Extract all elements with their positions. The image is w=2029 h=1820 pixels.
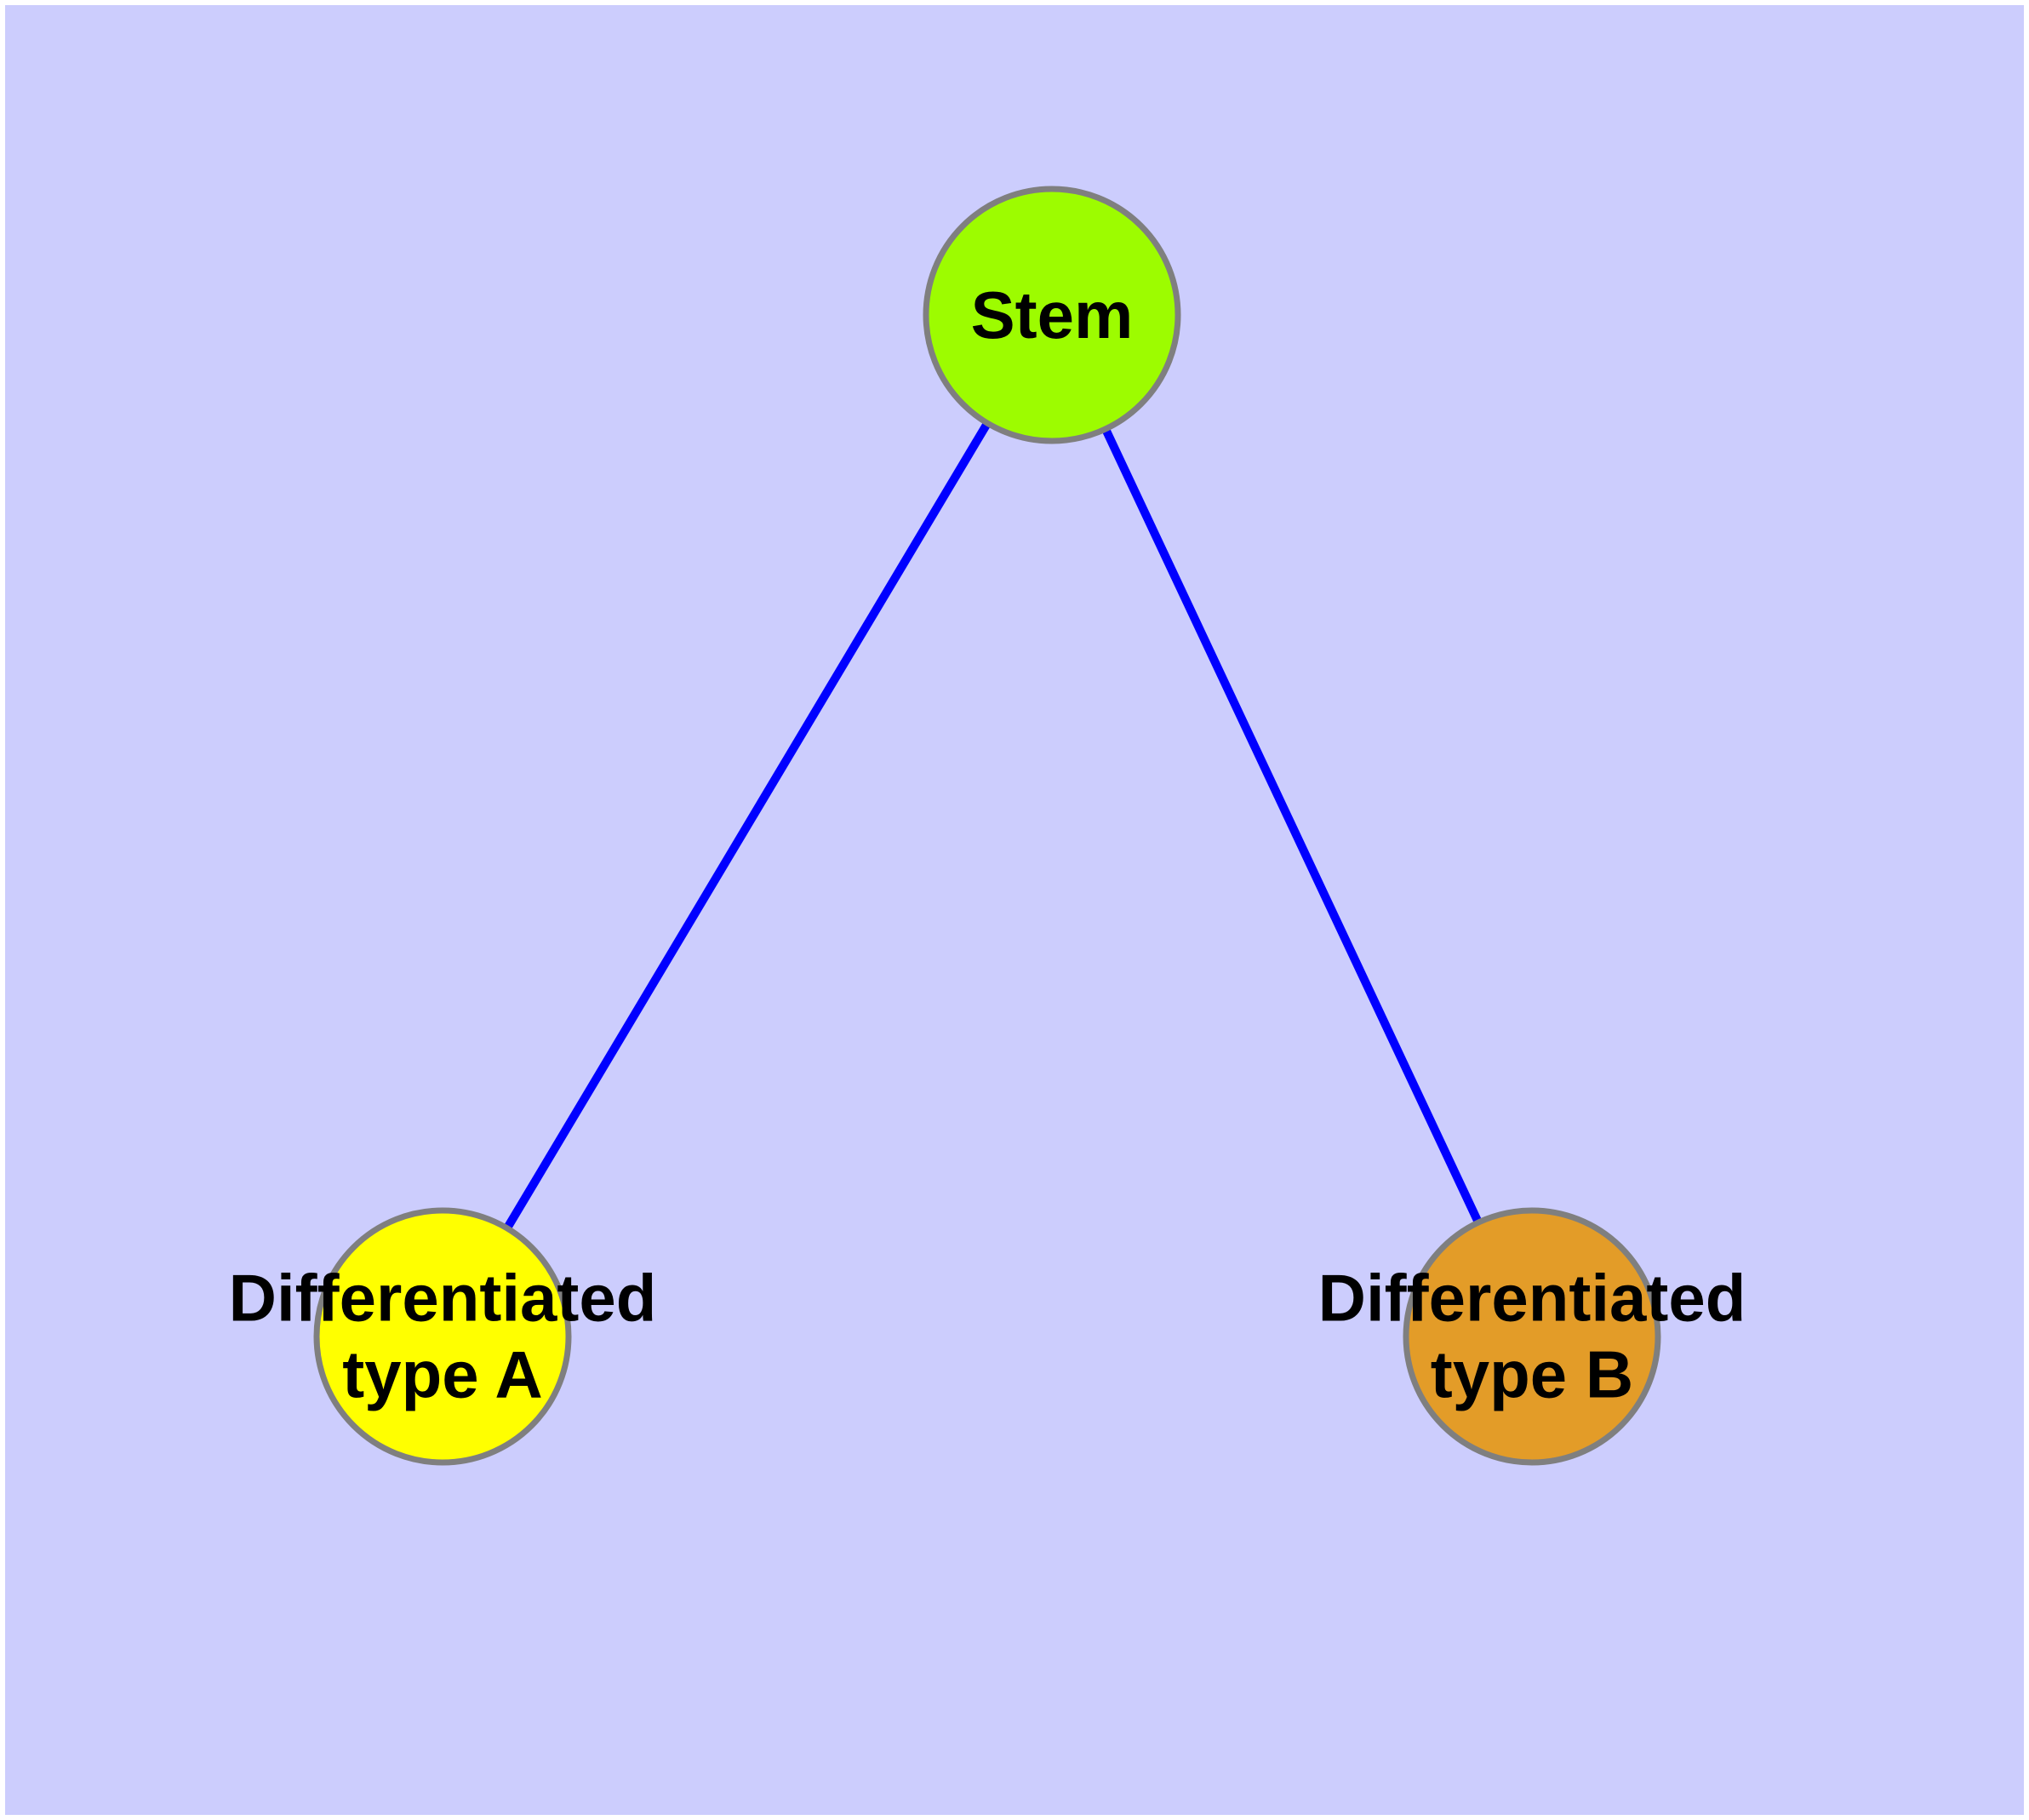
graph-node-stem[interactable]: [923, 186, 1181, 444]
graph-svg: [313, 186, 1661, 1466]
graph-node-diff_a[interactable]: [313, 1207, 572, 1466]
node-layer: [313, 186, 1661, 1466]
graph-edge-stem-to-diff_b: [1100, 426, 1483, 1226]
graph-node-diff_b[interactable]: [1403, 1207, 1661, 1466]
edge-layer: [502, 419, 1483, 1233]
graph-edge-stem-to-diff_a: [502, 419, 992, 1233]
